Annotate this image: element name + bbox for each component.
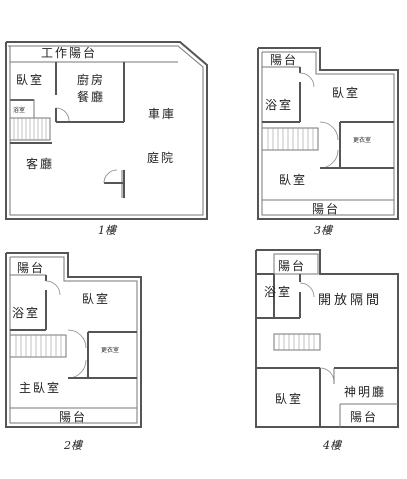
floor-3-bath-label: 浴室 xyxy=(265,97,293,112)
floor-2-title: 2樓 xyxy=(63,439,84,452)
floor-3-closet-label: 更衣室 xyxy=(353,136,371,144)
floor-2-plan: 陽台 浴室 臥室 更衣室 主臥室 陽台 2樓 xyxy=(5,252,142,452)
floor-2-stairs xyxy=(9,334,67,358)
floor-3-plan: 陽台 臥室 浴室 更衣室 臥室 陽台 3樓 xyxy=(257,47,399,237)
floor-1-living-label: 客廳 xyxy=(26,156,54,171)
floor-3-top-balcony-label: 陽台 xyxy=(270,52,298,67)
floor-3-inner-wall xyxy=(261,51,395,216)
floor-1-courtyard-label: 庭院 xyxy=(147,150,175,165)
floor-2-door-swing xyxy=(67,329,87,349)
floor-4-door-swing xyxy=(319,367,335,383)
floor-3-door-swing xyxy=(319,149,339,169)
floor-4-open-space-label: 開放隔間 xyxy=(318,293,382,308)
floor-1-inner-wall xyxy=(8,45,204,216)
floor-3-outer-wall xyxy=(257,47,399,220)
floor-4-door-swing xyxy=(299,282,315,298)
floor-4-outer-wall xyxy=(255,249,399,428)
floor-4-bottom-balcony-label: 陽台 xyxy=(350,409,378,424)
floor-4-top-balcony-label: 陽台 xyxy=(278,258,306,273)
floor-3-bottom-bedroom-label: 臥室 xyxy=(279,172,307,187)
floor-4-stairs xyxy=(273,333,321,351)
floor-1-bedroom-label: 臥室 xyxy=(16,72,44,87)
floor-2-bedroom-label: 臥室 xyxy=(82,291,110,306)
floor-4-shrine-label: 神明廳 xyxy=(344,384,386,399)
floor-3-top-bedroom-label: 臥室 xyxy=(332,85,360,100)
floor-1-title: 1樓 xyxy=(98,224,118,237)
floor-3-title: 3樓 xyxy=(314,224,334,237)
floor-2-inner-wall xyxy=(9,256,138,424)
floor-2-outer-wall xyxy=(5,252,142,428)
floor-1-stairs xyxy=(9,117,51,141)
floor-3-bottom-balcony-label: 陽台 xyxy=(312,201,340,216)
floor-3-door-swing xyxy=(299,72,315,88)
floor-2-door-swing xyxy=(45,280,61,296)
floor-2-bottom-balcony-label: 陽台 xyxy=(59,409,87,424)
floor-4-plan: 陽台 浴室 開放隔間 臥室 神明廳 陽台 4樓 xyxy=(255,249,399,452)
floor-2-closet-label: 更衣室 xyxy=(101,346,119,354)
floor-1-bath-label: 浴室 xyxy=(13,106,25,114)
floor-3-stairs xyxy=(261,127,319,151)
floor-4-top-balcony-box xyxy=(273,253,319,275)
floor-1-outer-wall xyxy=(5,41,208,220)
floor-1-kitchen-label: 廚房 xyxy=(77,72,105,87)
floor-2-bath-label: 浴室 xyxy=(12,305,40,320)
floor-1-plan: 工作陽台 臥室 廚房 餐廳 浴室 客廳 車庫 庭院 1樓 xyxy=(5,41,208,237)
floor-2-top-balcony-label: 陽台 xyxy=(17,260,45,275)
floor-1-garage-label: 車庫 xyxy=(148,107,176,121)
floor-3-door-swing xyxy=(319,121,339,141)
floor-4-bedroom-label: 臥室 xyxy=(275,391,303,406)
floor-1-work-balcony-label: 工作陽台 xyxy=(41,45,97,60)
floor-4-bath-label: 浴室 xyxy=(264,284,292,299)
floor-2-door-swing xyxy=(67,359,87,379)
floor-1-door-swing xyxy=(55,107,70,122)
floor-1-dining-label: 餐廳 xyxy=(77,89,105,104)
floor-2-master-bedroom-label: 主臥室 xyxy=(19,380,61,395)
floor-4-title: 4樓 xyxy=(322,439,343,452)
floor-1-door-swing xyxy=(103,169,118,184)
